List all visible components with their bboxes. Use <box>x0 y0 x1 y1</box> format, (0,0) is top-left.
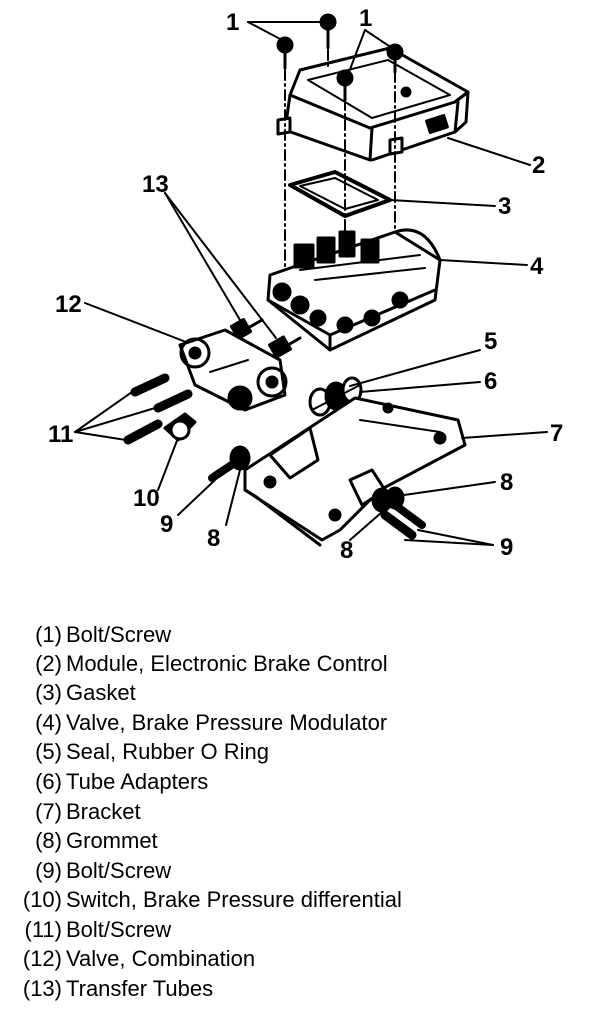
legend-item-label: Valve, Brake Pressure Modulator <box>66 710 388 735</box>
legend-item: (4) Valve, Brake Pressure Modulator <box>0 708 592 738</box>
legend-item-number: (2) <box>35 651 62 676</box>
legend-item: (1) Bolt/Screw <box>0 620 592 650</box>
legend-item-label: Switch, Brake Pressure differential <box>66 887 402 912</box>
callout-11: 11 <box>48 421 73 448</box>
legend-item-label: Bolt/Screw <box>66 622 172 647</box>
legend-item-label: Module, Electronic Brake Control <box>66 651 388 676</box>
legend-item-label: Bracket <box>66 799 141 824</box>
legend-item-label: Transfer Tubes <box>66 976 214 1001</box>
legend-item-label: Grommet <box>66 828 158 853</box>
legend-item-number: (11) <box>24 917 63 942</box>
bolts-11-part <box>123 373 193 445</box>
exploded-view-diagram: 1 1 2 3 4 5 6 7 8 8 8 9 9 10 11 12 13 <box>48 5 563 564</box>
callout-6: 6 <box>484 368 497 395</box>
callout-12: 12 <box>55 291 82 318</box>
legend-item: (8) Grommet <box>0 826 592 856</box>
gasket-part <box>288 170 392 218</box>
legend-item-number: (9) <box>35 858 62 883</box>
legend-item: (6) Tube Adapters <box>0 767 592 797</box>
legend-item-label: Bolt/Screw <box>66 917 172 942</box>
callout-5: 5 <box>484 328 497 355</box>
legend-item-label: Gasket <box>66 680 136 705</box>
legend-item-number: (10) <box>22 887 62 912</box>
legend-item-label: Seal, Rubber O Ring <box>66 739 269 764</box>
callout-2: 2 <box>532 152 545 179</box>
legend-item: (9) Bolt/Screw <box>0 856 592 886</box>
legend-item-number: (8) <box>35 828 62 853</box>
modulator-valve-part <box>266 228 442 352</box>
callout-4: 4 <box>530 253 544 280</box>
combination-valve-part <box>178 328 288 412</box>
legend-item-number: (12) <box>22 946 62 971</box>
callout-8a: 8 <box>500 469 513 496</box>
legend-item: (13) Transfer Tubes <box>0 974 592 1004</box>
leader-lines <box>74 21 548 546</box>
callout-1b: 1 <box>359 5 372 32</box>
pressure-switch-part <box>163 412 197 442</box>
legend-item-number: (7) <box>35 799 62 824</box>
legend-item-number: (1) <box>35 622 62 647</box>
legend-item-label: Tube Adapters <box>66 769 209 794</box>
callout-9b: 9 <box>500 534 513 561</box>
callout-3: 3 <box>498 193 511 220</box>
callout-8c: 8 <box>340 537 353 564</box>
callout-13: 13 <box>142 171 169 198</box>
legend-item-number: (3) <box>35 680 62 705</box>
legend-item-label: Bolt/Screw <box>66 858 172 883</box>
legend-item: (2) Module, Electronic Brake Control <box>0 649 592 679</box>
bracket-part <box>243 396 467 547</box>
legend-item-number: (13) <box>22 976 62 1001</box>
legend-item: (10) Switch, Brake Pressure differential <box>0 885 592 915</box>
legend-item: (3) Gasket <box>0 678 592 708</box>
legend-item: (11) Bolt/Screw <box>0 915 592 945</box>
legend-item: (12) Valve, Combination <box>0 944 592 974</box>
legend-item-number: (5) <box>35 739 62 764</box>
legend-item: (5) Seal, Rubber O Ring <box>0 737 592 767</box>
callout-1a: 1 <box>226 9 239 36</box>
callout-8b: 8 <box>207 525 220 552</box>
legend-item-number: (4) <box>35 710 62 735</box>
callout-9a: 9 <box>160 511 173 538</box>
callout-10: 10 <box>133 485 160 512</box>
callout-7: 7 <box>550 420 563 447</box>
legend-item-label: Valve, Combination <box>66 946 256 971</box>
legend-item-number: (6) <box>35 769 62 794</box>
tube-adapters-part <box>308 376 363 417</box>
module-part <box>276 46 470 162</box>
legend-item: (7) Bracket <box>0 797 592 827</box>
callouts: 1 1 2 3 4 5 6 7 8 8 8 9 9 10 11 12 13 <box>48 5 563 564</box>
grommets-bolts-part <box>208 445 426 540</box>
transfer-tubes-part <box>229 317 302 359</box>
